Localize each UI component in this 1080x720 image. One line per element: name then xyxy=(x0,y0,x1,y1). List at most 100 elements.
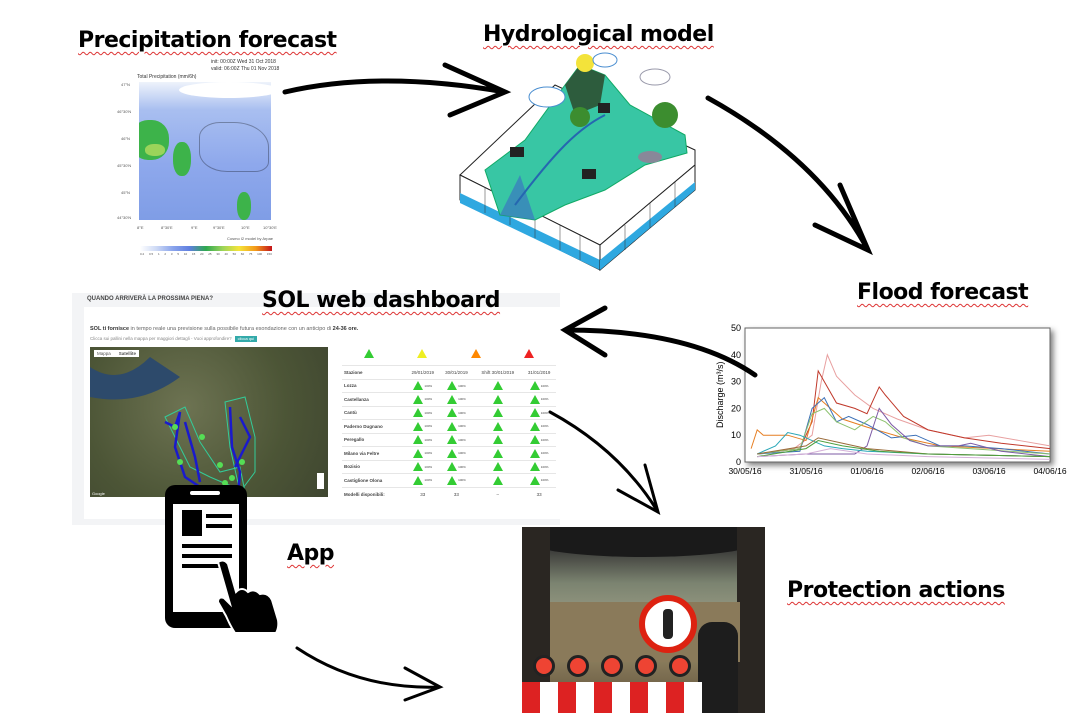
green-alert-icon xyxy=(447,394,458,404)
col-header: Shift 30/01/2019 xyxy=(473,365,523,379)
y-tick-label: 10 xyxy=(731,430,741,440)
green-alert-icon xyxy=(492,462,503,472)
green-alert-icon xyxy=(529,394,540,404)
col-header: 29/01/2019 xyxy=(405,365,440,379)
y-tick-label: 30 xyxy=(731,377,741,387)
alert-cell: 100% xyxy=(405,419,440,433)
lon-tick: 10°30'E xyxy=(263,225,277,230)
alert-cell xyxy=(473,392,523,406)
green-alert-icon xyxy=(447,475,458,485)
green-alert-icon xyxy=(413,448,424,458)
x-tick-label: 01/06/16 xyxy=(850,466,883,476)
lon-tick: 9°E xyxy=(191,225,198,230)
series-line-s10 xyxy=(757,448,1051,460)
hydrological-model-title: Hydrological model xyxy=(483,22,714,47)
probability: 100% xyxy=(458,478,466,483)
alert-cell xyxy=(473,473,523,487)
series-line-s1 xyxy=(757,353,1051,455)
lat-tick: 46°30'N xyxy=(117,109,132,114)
probability: 100% xyxy=(424,383,433,388)
satellite-map[interactable]: Mappa Satellite Google xyxy=(90,347,328,497)
lon-tick: 10°E xyxy=(241,225,250,230)
models-count: – xyxy=(473,486,523,501)
learn-more-button[interactable]: clicca qui xyxy=(234,336,258,342)
alert-cell: 100% xyxy=(405,432,440,447)
alert-cell: 100% xyxy=(522,432,556,447)
probability: 100% xyxy=(424,464,433,469)
green-alert-icon xyxy=(447,421,458,431)
models-count: 33 xyxy=(522,486,556,501)
colorbar-tick: 3 xyxy=(170,252,173,256)
colorbar-tick: 0.5 xyxy=(148,252,154,256)
colorbar-tick: 0.2 xyxy=(140,252,145,256)
probability: 100% xyxy=(424,410,433,415)
green-alert-icon xyxy=(492,448,503,458)
alert-cell xyxy=(473,432,523,447)
green-alert-icon xyxy=(413,394,424,404)
green-alert-icon xyxy=(529,462,540,472)
col-header: Stazione xyxy=(342,365,406,379)
alert-cell: 100% xyxy=(439,432,474,447)
table-row[interactable]: Bozisio 100% 100% 100% xyxy=(342,459,556,474)
table-row[interactable]: Peregallo 100% 100% 100% xyxy=(342,432,556,447)
y-tick-label: 40 xyxy=(731,350,741,360)
series-line-s3 xyxy=(750,396,1051,452)
colorbar-tick: 10 xyxy=(183,252,188,256)
precip-valid: valid: 06:00Z Thu 01 Nov 2018 xyxy=(211,66,280,72)
plot-area xyxy=(744,327,1051,463)
alert-cell: 100% xyxy=(522,459,556,474)
precip-title: Total Precipitation (mm/6h) xyxy=(137,74,197,80)
colorbar-tick: 40 xyxy=(224,252,228,256)
lat-tick: 47°N xyxy=(121,82,130,87)
models-count: 33 xyxy=(439,486,474,501)
col-header: 30/01/2019 xyxy=(439,365,474,379)
precip-field xyxy=(139,82,271,220)
sub-text: Clicca sui pallini nella mappa per maggi… xyxy=(90,336,232,341)
alert-cell: 100% xyxy=(439,419,474,433)
alert-level-icon xyxy=(470,349,481,358)
intro-text: in tempo reale una previsione sulla poss… xyxy=(129,326,333,332)
green-alert-icon xyxy=(492,408,503,418)
zoom-controls[interactable] xyxy=(317,473,324,489)
green-alert-icon xyxy=(529,381,540,391)
models-label: Modelli disponibili: xyxy=(342,486,406,501)
alert-legend xyxy=(342,349,556,358)
tab-satellite[interactable]: Satellite xyxy=(118,351,137,356)
green-alert-icon xyxy=(492,475,503,485)
colorbar-tick: 60 xyxy=(240,252,245,256)
alert-level-icon xyxy=(417,349,428,358)
lat-tick: 46°N xyxy=(121,136,130,141)
models-count: 33 xyxy=(405,486,440,501)
station-name: Bozisio xyxy=(342,459,406,474)
series-line-s5 xyxy=(757,407,1051,455)
lon-tick: 8°E xyxy=(137,225,144,230)
green-alert-icon xyxy=(492,381,503,391)
alert-cell xyxy=(473,459,523,474)
alert-cell xyxy=(473,378,523,393)
hydrological-model-illustration xyxy=(459,52,696,272)
tab-map[interactable]: Mappa xyxy=(97,351,111,356)
y-tick-label: 50 xyxy=(731,323,741,333)
probability: 100% xyxy=(540,383,549,388)
probability: 100% xyxy=(424,437,433,442)
lat-tick: 44°30'N xyxy=(117,215,132,220)
probability: 100% xyxy=(458,464,466,469)
probability: 100% xyxy=(458,410,466,415)
alert-cell: 100% xyxy=(439,378,474,393)
lon-tick: 8°30'E xyxy=(161,225,173,230)
alert-cell xyxy=(473,405,523,420)
x-tick-label: 30/05/16 xyxy=(728,466,761,476)
probability: 100% xyxy=(540,464,549,469)
colorbar-tick: 5 xyxy=(177,252,180,256)
green-alert-icon xyxy=(447,448,458,458)
alert-cell xyxy=(473,446,523,460)
station-name: Peregallo xyxy=(342,432,406,447)
precip-credit: Cosmo I2 model by Arpae xyxy=(227,236,274,241)
green-alert-icon xyxy=(413,408,424,418)
